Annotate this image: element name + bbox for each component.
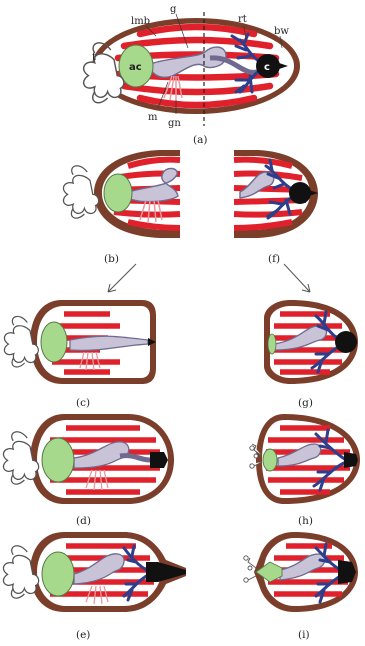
panel-label-i: (i) <box>298 629 310 641</box>
panel-g: (g) <box>264 300 358 409</box>
panel-a: lmb g rt bw t ac c m gn (a) <box>84 4 300 146</box>
label-t: t <box>92 52 96 63</box>
label-rt: rt <box>238 14 247 25</box>
panel-label-c: (c) <box>76 397 90 409</box>
panel-label-e: (e) <box>76 629 90 641</box>
panel-label-g: (g) <box>298 397 313 409</box>
panel-label-d: (d) <box>76 515 91 527</box>
arrow-b-to-c <box>108 264 136 292</box>
panel-e: (e) <box>3 532 186 641</box>
label-c: c <box>264 62 270 73</box>
panel-label-a: (a) <box>193 134 207 146</box>
panel-b: (b) <box>63 150 180 265</box>
label-ac: ac <box>129 62 142 73</box>
arrow-f-to-g <box>284 264 310 292</box>
label-bw: bw <box>274 26 289 37</box>
panel-c: (c) <box>4 300 156 409</box>
panel-f: (f) <box>234 150 318 265</box>
label-lmb: lmb <box>131 16 150 27</box>
panel-label-b: (b) <box>104 253 119 265</box>
label-gn: gn <box>168 118 181 129</box>
panel-label-h: (h) <box>298 515 313 527</box>
panel-h: (h) <box>250 414 360 527</box>
label-m: m <box>148 112 158 123</box>
panel-d: (d) <box>3 414 174 527</box>
label-g: g <box>170 4 177 15</box>
panel-label-f: (f) <box>268 253 280 265</box>
panel-i: (i) <box>244 532 358 641</box>
